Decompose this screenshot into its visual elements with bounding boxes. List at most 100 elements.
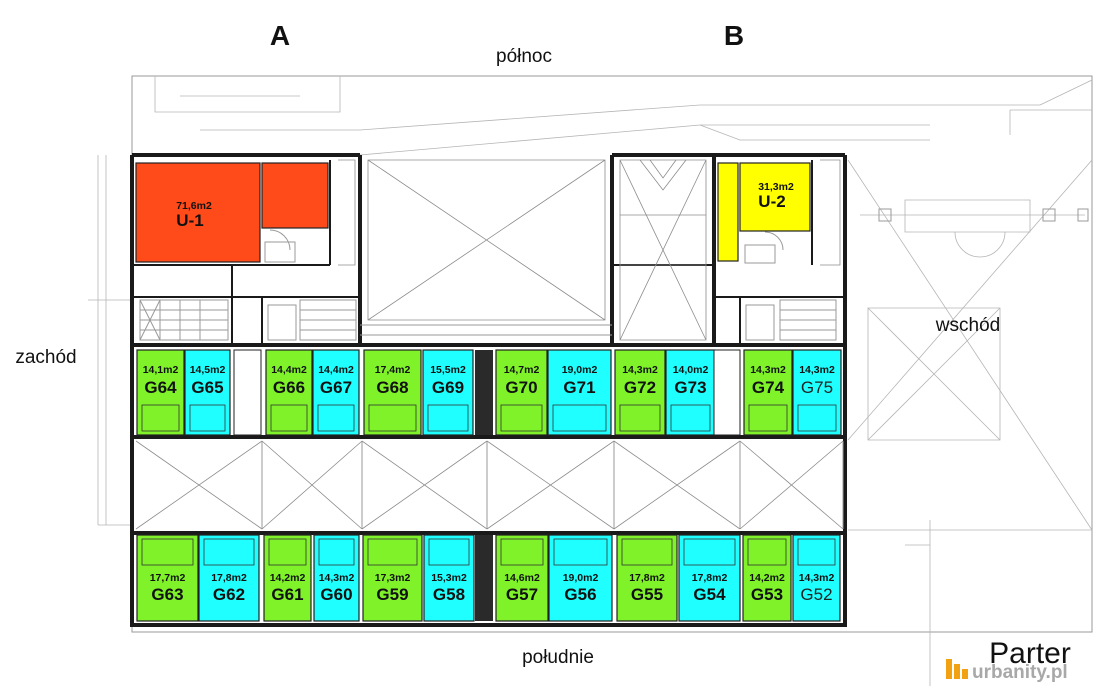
wing-a-label: A	[270, 20, 290, 51]
garage-g52[interactable]	[792, 534, 841, 622]
corridor-bay	[613, 440, 741, 530]
parking-spot-outline	[500, 538, 544, 566]
garage-g66[interactable]	[265, 349, 313, 436]
parking-spot-outline	[203, 538, 255, 566]
watermark-text: urbanity.pl	[972, 662, 1068, 683]
parking-spot-outline	[367, 538, 418, 566]
garage-code-label: G66	[273, 378, 305, 397]
garage-area-label: 14,5m2	[190, 364, 226, 376]
parking-spot-outline	[141, 538, 194, 566]
garage-g70[interactable]	[495, 349, 548, 436]
unit-code-label: U-1	[176, 211, 203, 230]
watermark: urbanity.pl	[946, 659, 1068, 683]
west-label: zachód	[15, 347, 76, 368]
parking-spot-outline	[189, 404, 226, 432]
garage-code-label: G63	[151, 585, 183, 604]
building-walls	[130, 153, 847, 627]
parking-spot-outline	[553, 538, 608, 566]
garage-g53[interactable]	[742, 534, 792, 622]
garage-area-label: 14,4m2	[318, 364, 354, 376]
garage-code-label: G68	[376, 378, 408, 397]
garage-area-label: 14,4m2	[271, 364, 307, 376]
garage-code-label: G64	[144, 378, 177, 397]
garage-g63[interactable]	[136, 534, 199, 622]
garage-g75[interactable]	[792, 349, 842, 436]
garage-code-label: G56	[564, 585, 596, 604]
garage-area-label: 14,3m2	[622, 364, 658, 376]
garage-area-label: 17,8m2	[629, 572, 665, 584]
garage-g59[interactable]	[362, 534, 423, 622]
garage-area-label: 17,7m2	[150, 572, 186, 584]
garage-corridor	[135, 440, 844, 530]
parking-spot-outline	[621, 538, 673, 566]
garage-g72[interactable]	[614, 349, 666, 436]
garage-code-label: G65	[191, 378, 223, 397]
garage-code-label: G72	[624, 378, 656, 397]
garage-g67[interactable]	[312, 349, 360, 436]
garage-code-label: G58	[433, 585, 465, 604]
garage-g60[interactable]	[313, 534, 360, 622]
east-label: wschód	[935, 315, 1000, 336]
garage-area-label: 17,8m2	[692, 572, 728, 584]
garage-g71[interactable]	[547, 349, 612, 436]
garage-row-north: 14,1m2G6414,5m2G6514,4m2G6614,4m2G6717,4…	[136, 349, 842, 436]
garage-code-label: G69	[432, 378, 464, 397]
garage-g69[interactable]	[422, 349, 474, 436]
unit-u-2[interactable]	[739, 162, 811, 232]
parking-spot-outline	[368, 404, 417, 432]
garage-g62[interactable]	[198, 534, 260, 622]
south-label: południe	[522, 647, 594, 668]
garage-g68[interactable]	[363, 349, 422, 436]
garage-code-label: G57	[506, 585, 538, 604]
garage-area-label: 15,5m2	[430, 364, 466, 376]
utility-room	[233, 349, 262, 436]
parking-spot-outline	[141, 404, 180, 432]
parking-spot-outline	[318, 538, 355, 566]
garage-g54[interactable]	[678, 534, 741, 622]
commercial-units: 71,6m2 U-1 31,3m2 U-2	[135, 162, 811, 263]
garage-code-label: G61	[271, 585, 303, 604]
garage-g73[interactable]	[665, 349, 716, 436]
garage-g57[interactable]	[495, 534, 549, 622]
garage-code-label: G55	[631, 585, 663, 604]
garage-code-label: G62	[213, 585, 245, 604]
garage-code-label: G67	[320, 378, 352, 397]
parking-spot-outline	[747, 538, 787, 566]
parking-spot-outline	[552, 404, 607, 432]
garage-code-label: G70	[505, 378, 537, 397]
parking-spot-outline	[317, 404, 355, 432]
parking-spot-outline	[268, 538, 307, 566]
garage-area-label: 14,3m2	[319, 572, 355, 584]
garage-g58[interactable]	[423, 534, 475, 622]
garage-area-label: 14,3m2	[750, 364, 786, 376]
parking-spot-outline	[500, 404, 543, 432]
garage-g56[interactable]	[548, 534, 613, 622]
shaft-column	[475, 350, 493, 435]
parking-spot-outline	[619, 404, 661, 432]
garage-code-label: G54	[693, 585, 726, 604]
garage-code-label: G74	[752, 378, 785, 397]
garage-area-label: 19,0m2	[562, 364, 598, 376]
parking-spot-outline	[427, 404, 469, 432]
shaft-column	[475, 535, 493, 621]
garage-g55[interactable]	[616, 534, 678, 622]
garage-code-label: G60	[320, 585, 352, 604]
garage-code-label: G75	[801, 378, 833, 397]
parking-spot-outline	[428, 538, 470, 566]
garage-g74[interactable]	[743, 349, 793, 436]
garage-g65[interactable]	[184, 349, 231, 436]
garage-area-label: 14,6m2	[504, 572, 540, 584]
garage-g61[interactable]	[263, 534, 312, 622]
garage-area-label: 15,3m2	[431, 572, 467, 584]
corridor-bay	[739, 440, 844, 530]
corridor-bay	[486, 440, 615, 530]
floor-label: Parter	[989, 637, 1071, 670]
garage-area-label: 14,7m2	[504, 364, 540, 376]
garage-code-label: G52	[800, 585, 832, 604]
garage-area-label: 14,3m2	[799, 364, 835, 376]
corridor-bay	[135, 440, 263, 530]
garage-area-label: 14,2m2	[749, 572, 785, 584]
garage-g64[interactable]	[136, 349, 185, 436]
unit-u-1[interactable]	[135, 162, 261, 263]
